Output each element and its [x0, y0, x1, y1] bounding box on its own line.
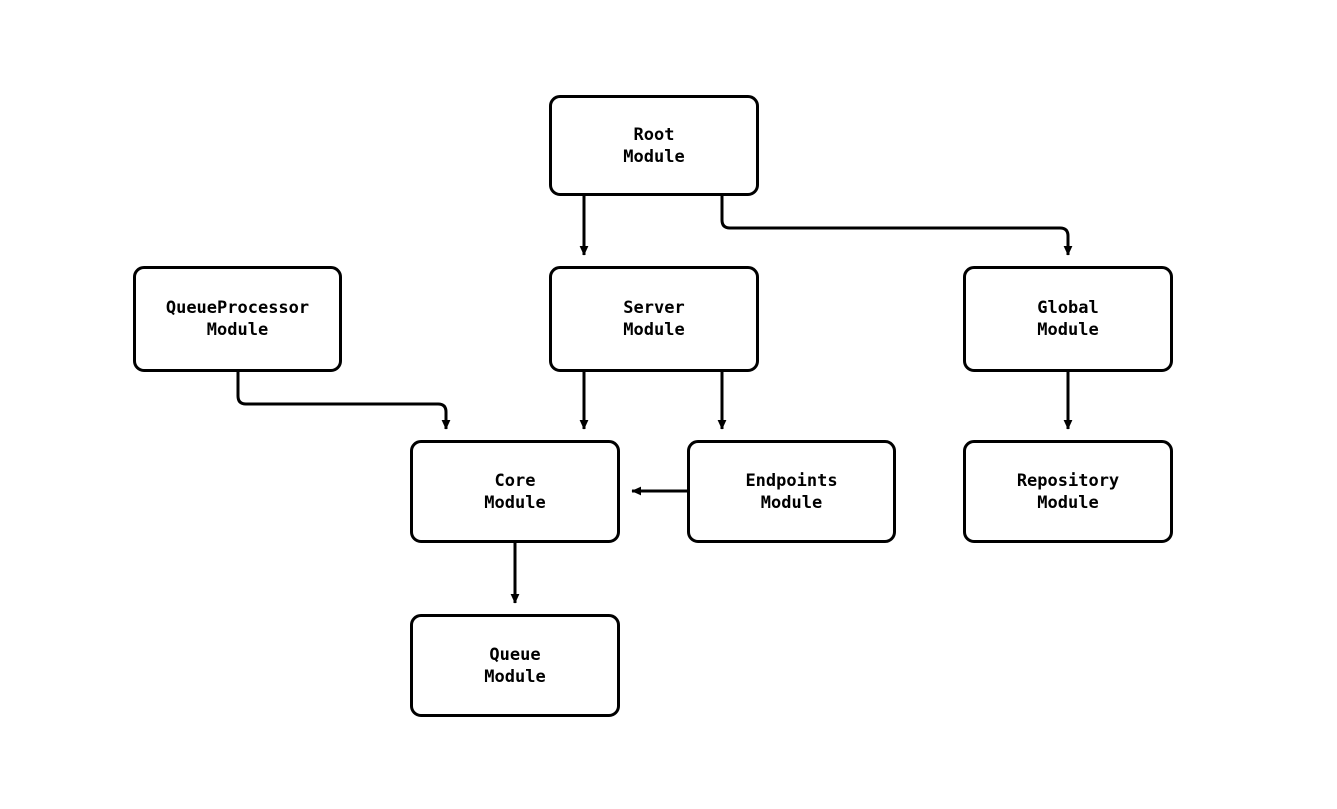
- node-label: Repository Module: [1016, 470, 1120, 513]
- node-label: Global Module: [1037, 298, 1099, 340]
- node-label: Server Module: [623, 298, 685, 340]
- node-root-module[interactable]: Root Module: [549, 95, 759, 196]
- node-repository-module[interactable]: Repository Module: [963, 440, 1173, 543]
- node-label: Endpoints Module: [745, 470, 838, 513]
- node-label: Queue Module: [484, 644, 546, 687]
- edge-queueprocessor-core: [236, 372, 451, 430]
- node-server-module[interactable]: Server Module: [549, 266, 759, 372]
- node-core-module[interactable]: Core Module: [410, 440, 620, 543]
- node-label: Core Module: [484, 470, 546, 513]
- edge-root-global: [720, 196, 1073, 256]
- node-global-module[interactable]: Global Module: [963, 266, 1173, 372]
- node-queueprocessor-module[interactable]: QueueProcessor Module: [133, 266, 342, 372]
- node-label: QueueProcessor Module: [165, 298, 310, 340]
- node-queue-module[interactable]: Queue Module: [410, 614, 620, 717]
- node-endpoints-module[interactable]: Endpoints Module: [687, 440, 896, 543]
- node-label: Root Module: [623, 124, 685, 167]
